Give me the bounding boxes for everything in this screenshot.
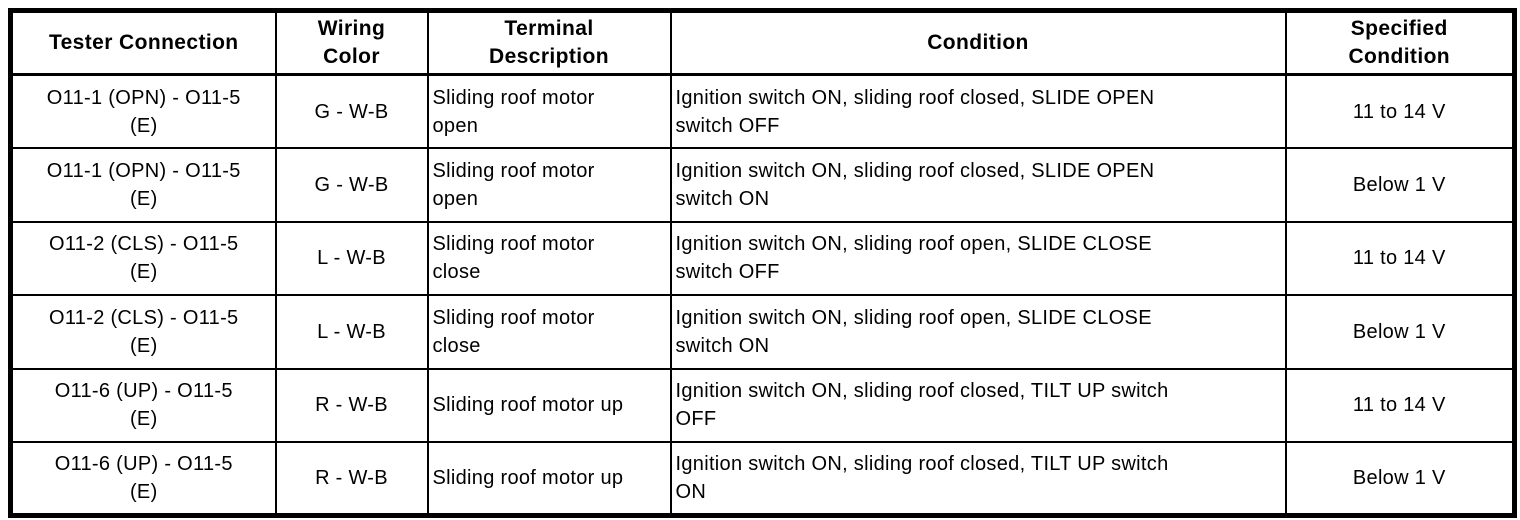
wiring-color-cell: L - W-B [274, 220, 429, 296]
header-wiring-color: Wiring Color [274, 9, 429, 76]
table-row: O11-2 (CLS) - O11-5 (E) L - W-B Sliding … [9, 220, 1516, 296]
tester-connection-cell: O11-1 (OPN) - O11-5 (E) [9, 73, 277, 149]
wiring-color-cell: R - W-B [274, 441, 429, 517]
header-specified-condition: Specified Condition [1284, 9, 1516, 76]
header-terminal-description: Terminal Description [426, 9, 672, 76]
wiring-color-cell: L - W-B [274, 294, 429, 370]
terminal-description-cell: Sliding roof motor up [426, 441, 672, 517]
specified-condition-cell: Below 1 V [1284, 147, 1516, 223]
condition-cell: Ignition switch ON, sliding roof closed,… [669, 147, 1287, 223]
wiring-color-cell: G - W-B [274, 147, 429, 223]
specified-condition-cell: Below 1 V [1284, 441, 1516, 517]
tester-connection-cell: O11-2 (CLS) - O11-5 (E) [9, 220, 277, 296]
condition-cell: Ignition switch ON, sliding roof open, S… [669, 294, 1287, 370]
table-row: O11-6 (UP) - O11-5 (E) R - W-B Sliding r… [9, 441, 1516, 517]
table-row: O11-1 (OPN) - O11-5 (E) G - W-B Sliding … [9, 73, 1516, 149]
tester-connection-cell: O11-6 (UP) - O11-5 (E) [9, 367, 277, 443]
specified-condition-cell: 11 to 14 V [1284, 73, 1516, 149]
table-row: O11-2 (CLS) - O11-5 (E) L - W-B Sliding … [9, 294, 1516, 370]
condition-cell: Ignition switch ON, sliding roof open, S… [669, 220, 1287, 296]
wiring-color-cell: G - W-B [274, 73, 429, 149]
terminal-description-cell: Sliding roof motor open [426, 147, 672, 223]
terminal-description-cell: Sliding roof motor up [426, 367, 672, 443]
header-condition: Condition [669, 9, 1287, 76]
tester-connection-cell: O11-6 (UP) - O11-5 (E) [9, 441, 277, 517]
terminal-spec-table: Tester Connection Wiring Color Terminal … [8, 8, 1517, 518]
condition-cell: Ignition switch ON, sliding roof closed,… [669, 367, 1287, 443]
specified-condition-cell: 11 to 14 V [1284, 367, 1516, 443]
table-header-row: Tester Connection Wiring Color Terminal … [9, 9, 1516, 76]
condition-cell: Ignition switch ON, sliding roof closed,… [669, 441, 1287, 517]
table-row: O11-1 (OPN) - O11-5 (E) G - W-B Sliding … [9, 147, 1516, 223]
table-row: O11-6 (UP) - O11-5 (E) R - W-B Sliding r… [9, 367, 1516, 443]
tester-connection-cell: O11-2 (CLS) - O11-5 (E) [9, 294, 277, 370]
specified-condition-cell: 11 to 14 V [1284, 220, 1516, 296]
tester-connection-cell: O11-1 (OPN) - O11-5 (E) [9, 147, 277, 223]
terminal-description-cell: Sliding roof motor close [426, 220, 672, 296]
header-tester-connection: Tester Connection [9, 9, 277, 76]
wiring-color-cell: R - W-B [274, 367, 429, 443]
terminal-description-cell: Sliding roof motor close [426, 294, 672, 370]
terminal-description-cell: Sliding roof motor open [426, 73, 672, 149]
condition-cell: Ignition switch ON, sliding roof closed,… [669, 73, 1287, 149]
specified-condition-cell: Below 1 V [1284, 294, 1516, 370]
